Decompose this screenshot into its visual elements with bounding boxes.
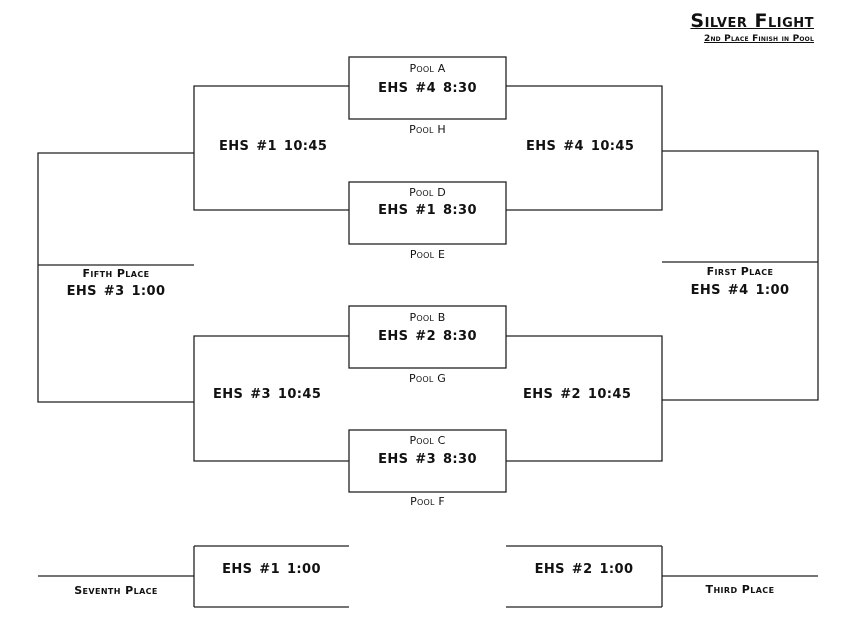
game2-slot: EHS #1 8:30 [378, 203, 477, 218]
pool-f-label: Pool F [410, 495, 445, 508]
bracket-connector-first [662, 150, 819, 401]
bracket-box-game3 [348, 305, 507, 369]
fifth-place-label: Fifth Place [82, 267, 150, 280]
third-place-label: Third Place [705, 583, 775, 596]
semifinal-upper-left: EHS #1 10:45 [219, 139, 328, 154]
page-title: Silver Flight [690, 10, 814, 32]
pool-h-label: Pool H [409, 123, 446, 136]
game4-slot: EHS #3 8:30 [378, 452, 477, 467]
first-place-game: EHS #4 1:00 [690, 283, 790, 298]
pool-e-label: Pool E [409, 248, 446, 261]
pool-c-label: Pool C [409, 434, 446, 447]
bracket-connector-fifth [37, 152, 194, 403]
page-subtitle: 2nd Place Finish in Pool [703, 34, 814, 44]
bracket-connector-upper-right [506, 85, 663, 211]
bracket-connector-upper-left [193, 85, 349, 211]
semifinal-upper-right: EHS #4 10:45 [526, 139, 635, 154]
semifinal-lower-right: EHS #2 10:45 [523, 387, 632, 402]
pool-b-label: Pool B [409, 311, 446, 324]
seventh-place-label: Seventh Place [74, 584, 158, 597]
bracket-connector-lower-left [193, 335, 349, 462]
game3-slot: EHS #2 8:30 [378, 329, 477, 344]
bracket-box-game1 [348, 56, 507, 120]
fifth-place-game: EHS #3 1:00 [66, 284, 166, 299]
bracket-box-game2 [348, 181, 507, 245]
semifinal-lower-left: EHS #3 10:45 [213, 387, 322, 402]
first-place-label: First Place [706, 265, 774, 278]
bracket-connector-lower-right [506, 335, 663, 462]
pool-g-label: Pool G [409, 372, 446, 385]
third-place-game: EHS #2 1:00 [534, 562, 634, 577]
seventh-place-game: EHS #1 1:00 [222, 562, 321, 577]
pool-a-label: Pool A [409, 62, 446, 75]
pool-d-label: Pool D [409, 186, 446, 199]
game1-slot: EHS #4 8:30 [378, 81, 477, 96]
